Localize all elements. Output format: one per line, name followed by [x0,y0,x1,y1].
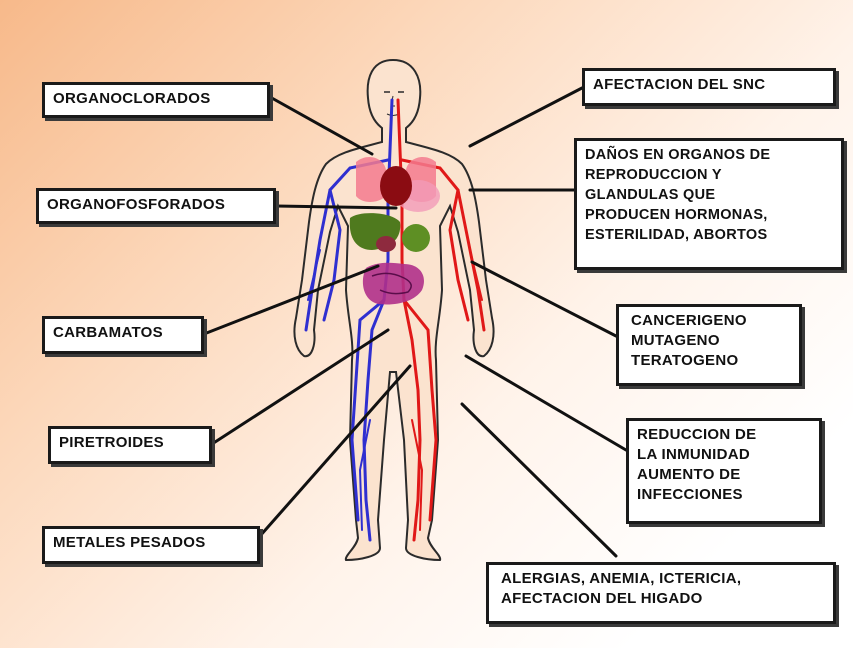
stomach [402,224,430,252]
label-alergias: ALERGIAS, ANEMIA, ICTERICIA, AFECTACION … [486,562,836,624]
connector-alergias [462,404,616,556]
human-body [294,60,493,560]
label-metales-pesados: METALES PESADOS [42,526,260,564]
connector-snc [470,88,582,146]
connector-metales [260,366,410,536]
connector-organoclorados [270,97,372,154]
label-danos-reproduccion: DAÑOS EN ORGANOS DE REPRODUCCION Y GLAND… [574,138,844,270]
label-organofosforados: ORGANOFOSFORADOS [36,188,276,224]
connector-inmunidad [466,356,626,450]
label-carbamatos: CARBAMATOS [42,316,204,354]
label-cancerigeno: CANCERIGENO MUTAGENO TERATOGENO [616,304,802,386]
label-piretroides: PIRETROIDES [48,426,212,464]
label-reduccion-inmunidad: REDUCCION DE LA INMUNIDAD AUMENTO DE INF… [626,418,822,524]
label-organoclorados: ORGANOCLORADOS [42,82,270,118]
kidney [376,236,396,252]
connector-organofosforados [276,206,396,208]
heart [380,166,412,206]
label-afectacion-snc: AFECTACION DEL SNC [582,68,836,106]
